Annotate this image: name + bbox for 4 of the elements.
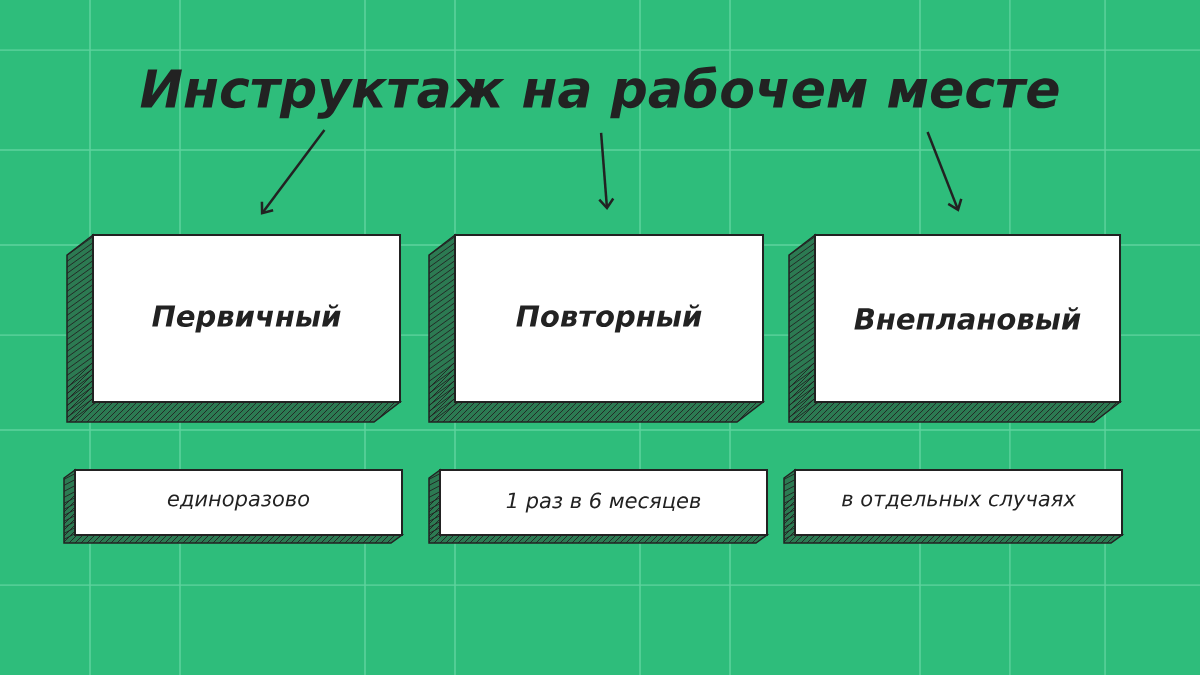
title-text: Инструктаж на рабочем месте bbox=[140, 66, 1059, 119]
arrow bbox=[926, 131, 963, 212]
arrow bbox=[260, 129, 326, 215]
arrow bbox=[598, 132, 615, 211]
